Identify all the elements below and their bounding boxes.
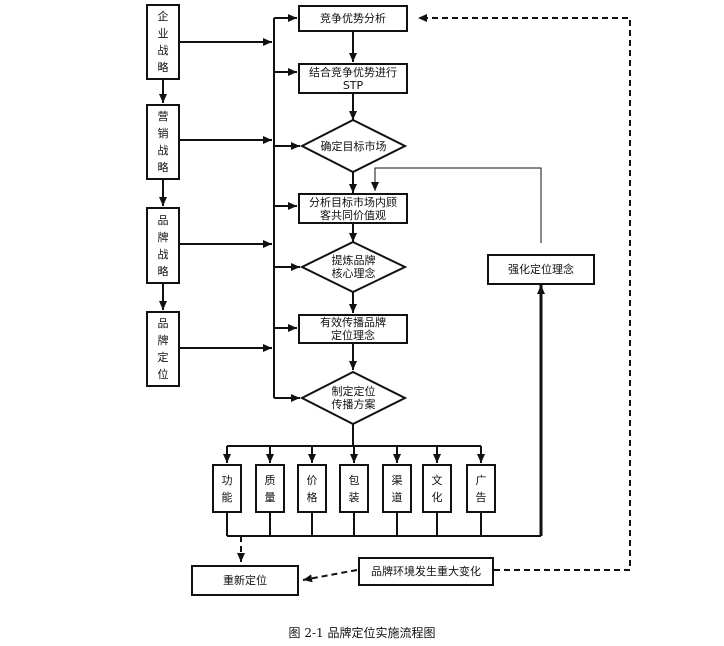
element-box-price: 价格 (297, 464, 327, 513)
element-box-channel: 渠道 (382, 464, 412, 513)
target-market-label: 确定目标市场 (320, 139, 387, 153)
brand-positioning-box: 品 牌 定 位 (146, 311, 180, 387)
element-culture-char-2: 化 (431, 490, 443, 504)
communicate-label: 有效传播品牌 定位理念 (320, 316, 386, 342)
element-function-char-1: 功 (221, 473, 233, 487)
value-analysis-box: 分析目标市场内顾 客共同价值观 (298, 193, 408, 224)
element-advertising-char-1: 广 (475, 473, 487, 487)
brand-strategy-char-2: 牌 (157, 230, 169, 244)
element-culture-char-1: 文 (431, 473, 443, 487)
communicate-box: 有效传播品牌 定位理念 (298, 314, 408, 344)
strengthen-concept-box: 强化定位理念 (487, 254, 595, 285)
reposition-box: 重新定位 (191, 565, 299, 596)
corporate-strategy-char-2: 业 (157, 27, 169, 40)
element-price-char-1: 价 (306, 473, 318, 487)
element-channel-char-2: 道 (391, 490, 403, 504)
element-channel-char-1: 渠 (391, 473, 403, 487)
diamond-core-concept (299, 240, 408, 294)
brand-positioning-char-4: 位 (157, 368, 169, 381)
corporate-strategy-char-1: 企 (157, 10, 169, 23)
element-price-char-2: 格 (306, 490, 318, 504)
element-box-function: 功能 (212, 464, 242, 513)
marketing-strategy-box: 营 销 战 略 (146, 104, 180, 180)
arrow-strengthen-to-value (371, 167, 542, 243)
corporate-strategy-char-3: 战 (157, 44, 169, 57)
marketing-strategy-char-3: 战 (157, 144, 169, 157)
brand-strategy-box: 品 牌 战 略 (146, 207, 180, 284)
marketing-strategy-char-2: 销 (157, 127, 169, 140)
strengthen-concept-label: 强化定位理念 (508, 263, 574, 276)
environment-change-box: 品牌环境发生重大变化 (358, 557, 494, 586)
corporate-strategy-box: 企 业 战 略 (146, 4, 180, 80)
dashed-loop-to-analysis (418, 14, 631, 571)
brand-strategy-char-4: 略 (157, 264, 169, 278)
competitive-analysis-box: 竞争优势分析 (298, 5, 408, 32)
marketing-strategy-char-1: 营 (157, 110, 169, 123)
brand-positioning-char-2: 牌 (157, 334, 169, 347)
figure-caption: 图 2-1 品牌定位实施流程图 (288, 626, 436, 640)
stp-box: 结合竞争优势进行 STP (298, 63, 408, 94)
element-box-culture: 文化 (422, 464, 452, 513)
plan-label: 制定定位 传播方案 (331, 385, 376, 411)
element-quality-char-2: 量 (264, 490, 276, 504)
corporate-strategy-char-4: 略 (157, 61, 169, 74)
element-box-advertising: 广告 (466, 464, 496, 513)
competitive-analysis-label: 竞争优势分析 (320, 12, 386, 25)
brand-positioning-char-1: 品 (157, 317, 169, 330)
core-concept-label: 提炼品牌 核心理念 (331, 254, 376, 280)
marketing-strategy-char-4: 略 (157, 161, 169, 174)
element-quality-char-1: 质 (264, 473, 276, 487)
reposition-label: 重新定位 (223, 574, 267, 587)
element-packaging-char-1: 包 (348, 473, 360, 487)
diamond-plan (299, 370, 408, 426)
element-packaging-char-2: 装 (348, 490, 360, 504)
element-advertising-char-2: 告 (475, 490, 487, 504)
brand-positioning-char-3: 定 (157, 351, 169, 364)
element-box-quality: 质量 (255, 464, 285, 513)
dashed-env-to-reposition (302, 569, 358, 583)
brand-strategy-char-3: 战 (157, 247, 169, 261)
element-function-char-2: 能 (221, 490, 233, 504)
brand-strategy-char-1: 品 (157, 213, 169, 227)
diamond-target-market (299, 118, 408, 174)
stp-label: 结合竞争优势进行 STP (309, 65, 397, 92)
environment-change-label: 品牌环境发生重大变化 (371, 565, 481, 578)
element-box-packaging: 包装 (339, 464, 369, 513)
value-analysis-label: 分析目标市场内顾 客共同价值观 (309, 195, 397, 222)
